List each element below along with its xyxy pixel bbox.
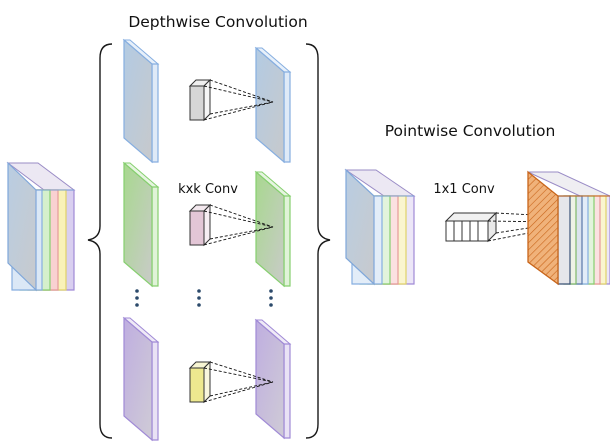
depthwise-convolution-title: Depthwise Convolution — [128, 13, 307, 31]
depthwise-kernel-3 — [188, 360, 274, 404]
depthwise-output-channel-blue — [254, 46, 292, 164]
depthwise-output-channel-green — [254, 170, 292, 288]
depthwise-output-channel-purple — [254, 318, 292, 440]
depthwise-input-channel-blue — [122, 38, 160, 164]
pointwise-convolution-title: Pointwise Convolution — [385, 122, 556, 140]
one-by-one-conv-label: 1x1 Conv — [433, 182, 495, 197]
kxk-conv-label: kxk Conv — [178, 182, 238, 197]
intermediate-tensor-stack — [344, 168, 416, 286]
depthwise-kernel-2 — [188, 203, 274, 247]
vertical-ellipsis-icons — [135, 289, 273, 307]
input-tensor-stack — [6, 161, 76, 292]
depthwise-input-channel-purple — [122, 316, 160, 442]
right-brace — [305, 43, 331, 439]
depthwise-kernel-1 — [188, 78, 274, 122]
output-tensor-stack — [527, 170, 610, 286]
depthwise-input-channel-green — [122, 161, 160, 288]
left-brace — [87, 43, 113, 439]
